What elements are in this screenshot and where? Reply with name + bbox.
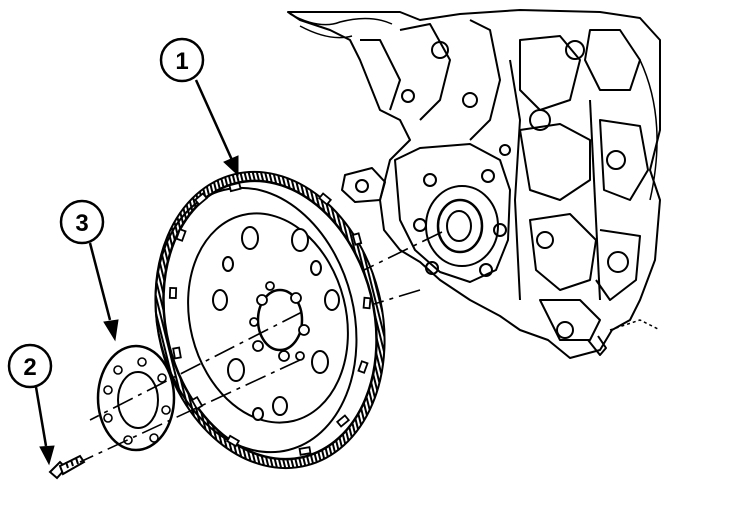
svg-text:3: 3 [75,210,88,237]
callout-1: 1 [159,37,239,177]
adapter-plate [96,344,176,452]
svg-text:2: 2 [23,354,36,381]
flywheel-bolt [48,454,86,480]
engine-block [287,9,661,359]
alignment-lines [79,231,443,463]
svg-text:1: 1 [175,48,188,75]
flywheel [154,170,386,470]
callout-2: 2 [7,343,55,466]
callout-3: 3 [59,199,119,342]
